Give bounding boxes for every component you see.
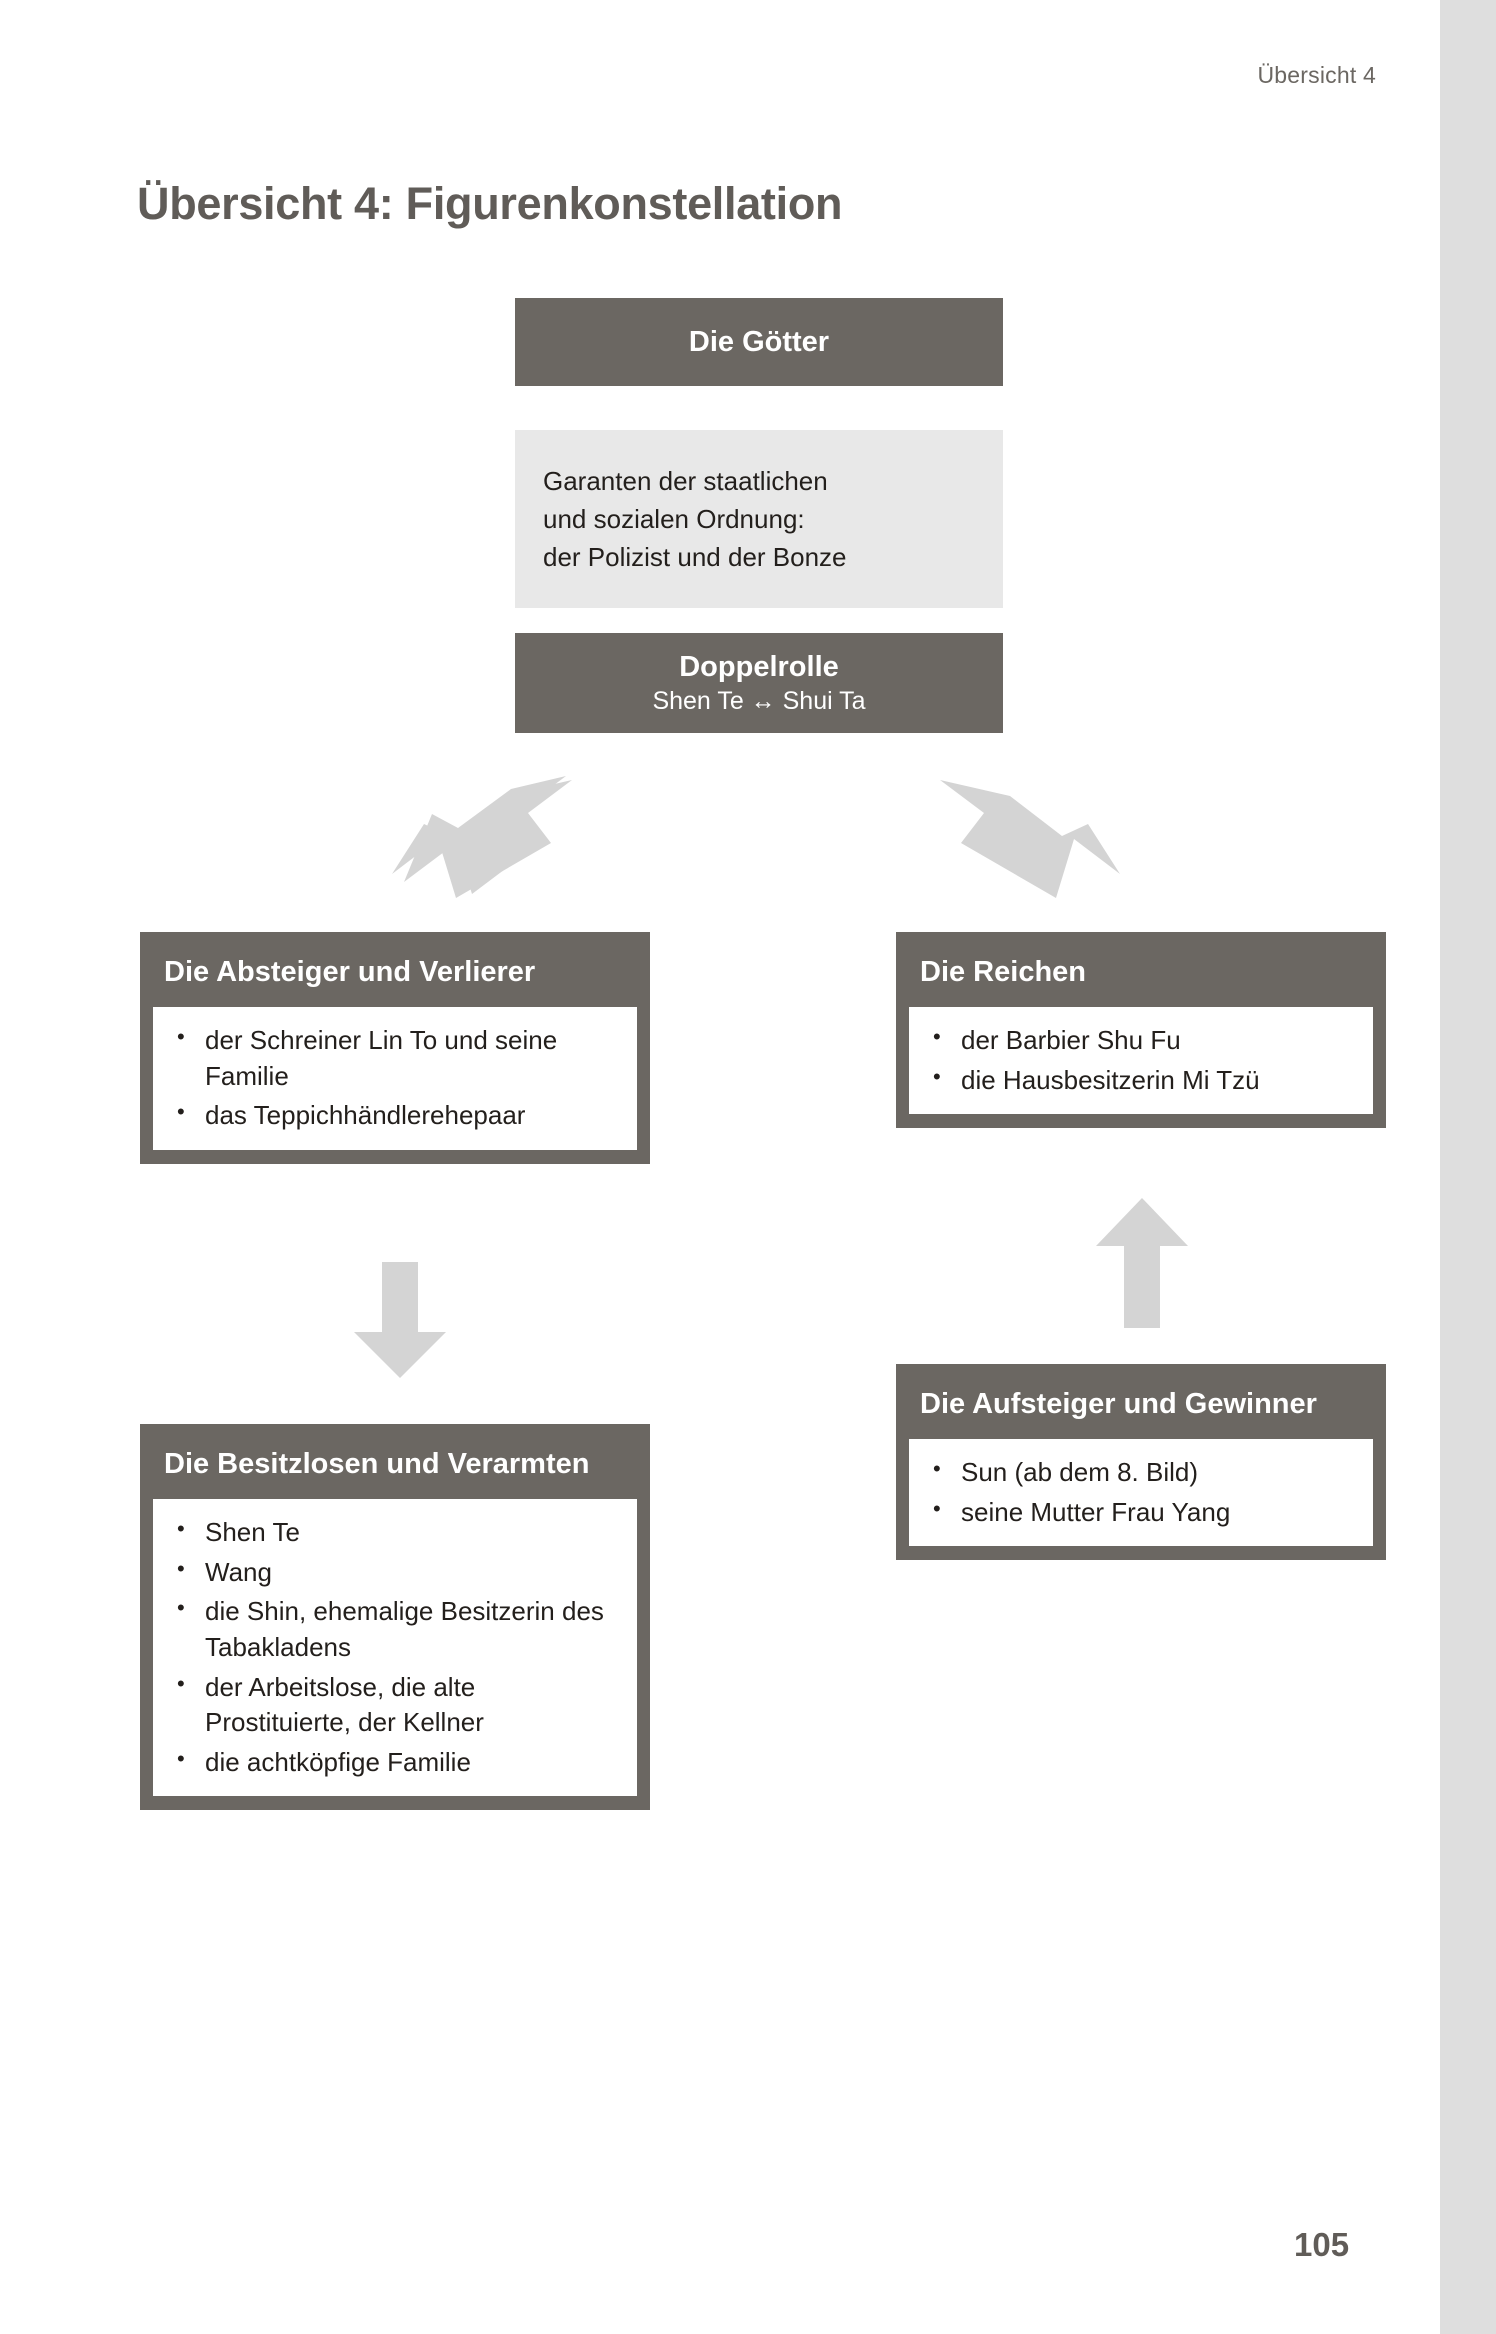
node-absteiger: Die Absteiger und Verlierer der Schreine… [140,932,650,1164]
arrow-doppelrolle-to-reichen-icon [940,776,1160,904]
list-item: Sun (ab dem 8. Bild) [927,1454,1355,1491]
node-aufsteiger-title: Die Aufsteiger und Gewinner [920,1388,1317,1420]
page-number: 105 [1294,2226,1350,2263]
node-doppelrolle: Doppelrolle Shen Te ↔ Shui Ta [515,633,1003,733]
node-goetter-description: Garanten der staatlichen und sozialen Or… [515,430,1003,608]
node-besitzlose: Die Besitzlosen und Verarmten Shen Te Wa… [140,1424,650,1811]
list-item: Wang [171,1554,619,1591]
list-item: der Barbier Shu Fu [927,1022,1355,1059]
node-reichen-title: Die Reichen [920,956,1086,988]
node-absteiger-title: Die Absteiger und Verlierer [164,956,536,988]
node-besitzlose-body: Shen Te Wang die Shin, ehemalige Besitze… [153,1499,637,1797]
node-aufsteiger-body: Sun (ab dem 8. Bild) seine Mutter Frau Y… [909,1439,1373,1547]
arrow-absteiger-to-besitzlose-icon [352,1262,448,1380]
node-goetter-header: Die Götter [515,298,1003,386]
page-edge-strip [1440,0,1496,2334]
node-besitzlose-title: Die Besitzlosen und Verarmten [164,1448,590,1480]
node-aufsteiger: Die Aufsteiger und Gewinner Sun (ab dem … [896,1364,1386,1561]
arrow-doppelrolle-to-absteiger-icon [352,776,572,904]
list-item: die Shin, ehemalige Besitzerin des Tabak… [171,1593,619,1665]
node-goetter-title: Die Götter [688,325,830,358]
node-aufsteiger-list: Sun (ab dem 8. Bild) seine Mutter Frau Y… [927,1454,1355,1531]
list-item: der Schreiner Lin To und seine Familie [171,1022,619,1094]
goetter-desc-line-1: Garanten der staatlichen [543,466,828,496]
list-item: seine Mutter Frau Yang [927,1494,1355,1531]
node-absteiger-body: der Schreiner Lin To und seine Familie d… [153,1007,637,1150]
node-besitzlose-list: Shen Te Wang die Shin, ehemalige Besitze… [171,1514,619,1781]
node-absteiger-list: der Schreiner Lin To und seine Familie d… [171,1022,619,1134]
node-reichen-list: der Barbier Shu Fu die Hausbesitzerin Mi… [927,1022,1355,1099]
arrow-aufsteiger-to-reichen-icon [1094,1196,1190,1330]
list-item: der Arbeitslose, die alte Prostituierte,… [171,1669,619,1741]
list-item: die Hausbesitzerin Mi Tzü [927,1062,1355,1099]
node-doppelrolle-title: Doppelrolle [679,650,839,683]
running-head: Übersicht 4 [1257,62,1376,88]
goetter-desc-line-2: und sozialen Ordnung: [543,503,805,534]
goetter-desc-line-3: der Polizist und der Bonze [543,541,847,572]
list-item: die achtköpfige Familie [171,1744,619,1781]
node-reichen-body: der Barbier Shu Fu die Hausbesitzerin Mi… [909,1007,1373,1115]
list-item: Shen Te [171,1514,619,1551]
page-title: Übersicht 4: Figurenkonstellation [137,178,843,230]
list-item: das Teppichhändlerehepaar [171,1097,619,1134]
node-doppelrolle-subtitle: Shen Te ↔ Shui Ta [652,686,866,715]
node-reichen: Die Reichen der Barbier Shu Fu die Hausb… [896,932,1386,1129]
